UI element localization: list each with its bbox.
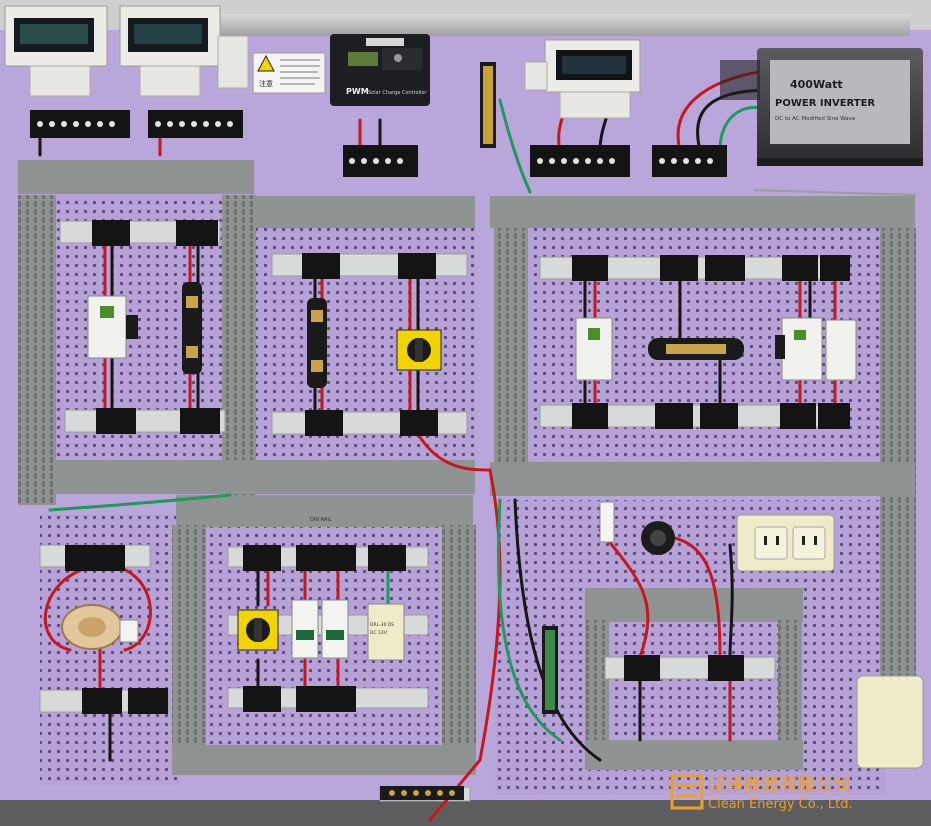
- power-inverter: 400Watt POWER INVERTER DC to AC Modified…: [720, 48, 923, 166]
- inverter-title-line2: POWER INVERTER: [775, 98, 875, 109]
- solar-charge-controller: PWM Solar Charge Controller: [330, 34, 430, 106]
- top-rail: [220, 14, 910, 36]
- bottom-frame: [0, 800, 931, 826]
- meter-2: [119, 5, 221, 97]
- wire-ducts: [18, 160, 916, 775]
- fuse-blocks: [291, 599, 349, 659]
- terminal-blocks-top: [30, 110, 727, 177]
- fuse-holders: [182, 282, 744, 388]
- meter-3: [524, 39, 641, 119]
- company-name-en: Clean Energy Co., Ltd.: [708, 797, 853, 812]
- warning-label-title: 注意: [259, 79, 273, 88]
- ac-outlet: [736, 514, 835, 572]
- bus-bar-top: [480, 62, 496, 148]
- rail-label: DIN RAIL: [310, 517, 332, 523]
- meter-1: [4, 5, 108, 97]
- controller-model: PWM: [346, 87, 369, 96]
- power-supply-line2: DC 12V: [370, 630, 388, 636]
- circuit-breakers: [87, 295, 857, 381]
- rotary-switches: [237, 329, 442, 651]
- company-name-zh: 潔淨能源有限公司: [708, 775, 852, 796]
- rheostat: [61, 604, 139, 650]
- inverter-title-line3: DC to AC Modified Sine Wave: [775, 116, 856, 122]
- controller-caption: Solar Charge Controller: [368, 90, 427, 96]
- power-supply-line1: DRL-30 DS: [370, 622, 394, 628]
- buzzer: [599, 501, 675, 555]
- dc-power-supply: DRL-30 DS DC 12V: [367, 603, 405, 661]
- company-watermark: 潔淨能源有限公司 Clean Energy Co., Ltd.: [670, 774, 853, 812]
- warning-label: 注意: [252, 52, 326, 94]
- terminal-blocks-panels: [65, 220, 850, 714]
- bus-bar-mid: [542, 626, 558, 714]
- junction-box: [856, 675, 924, 769]
- meter-bracket: [217, 35, 249, 89]
- inverter-title-line1: 400Watt: [790, 78, 843, 91]
- terminal-strip-bottom: [380, 786, 464, 800]
